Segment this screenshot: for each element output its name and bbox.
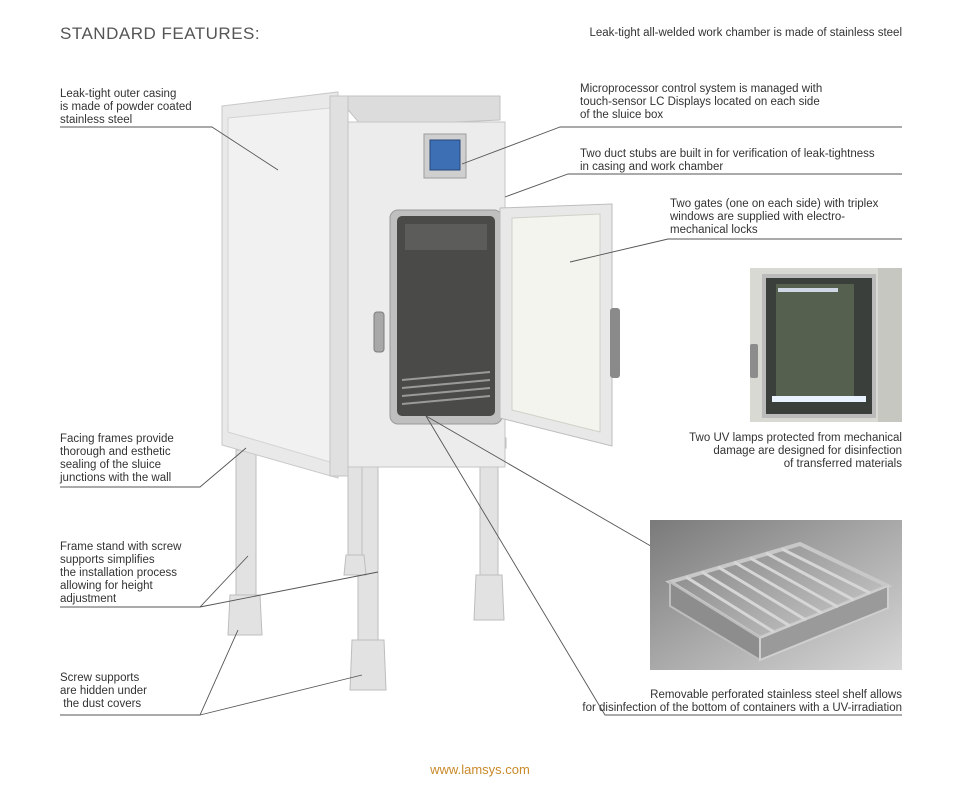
note-line: of the sluice box [580, 109, 664, 121]
note-line: Removable perforated stainless steel she… [650, 689, 902, 701]
note-line: is made of powder coated [60, 101, 192, 113]
shelf-photo [650, 520, 902, 670]
website-link[interactable]: www.lamsys.com [430, 762, 530, 777]
note-line: Leak-tight outer casing [60, 88, 177, 100]
note-line: Two gates (one on each side) with triple… [670, 198, 879, 210]
note-screw-supports: Screw supports are hidden under the dust… [60, 672, 147, 711]
note-line: allowing for height [60, 580, 153, 592]
note-line: touch-sensor LC Displays located on each… [580, 96, 820, 108]
note-line: sealing of the sluice [60, 459, 162, 471]
note-duct-stubs: Two duct stubs are built in for verifica… [580, 148, 875, 174]
note-uv-lamps: Two UV lamps protected from mechanical d… [689, 432, 902, 471]
note-line: windows are supplied with electro- [670, 211, 846, 223]
note-line: Screw supports [60, 672, 140, 684]
note-line: adjustment [60, 593, 117, 605]
control-display [423, 133, 467, 179]
note-facing-frames: Facing frames provide thorough and esthe… [60, 433, 174, 485]
note-line: Two UV lamps protected from mechanical [689, 432, 902, 444]
page-title: STANDARD FEATURES: [60, 24, 261, 43]
note-control-system: Microprocessor control system is managed… [580, 83, 822, 122]
gate-door [499, 203, 620, 447]
note-line: Frame stand with screw [60, 541, 182, 553]
note-gates: Two gates (one on each side) with triple… [670, 198, 878, 237]
note-line: are hidden under [60, 685, 147, 697]
note-line: thorough and esthetic [60, 446, 171, 458]
note-outer-casing: Leak-tight outer casing is made of powde… [60, 88, 192, 127]
note-line: mechanical locks [670, 224, 758, 236]
note-line: supports simplifies [60, 554, 155, 566]
note-line: Leak-tight all-welded work chamber is ma… [589, 27, 902, 39]
note-line: junctions with the wall [60, 472, 172, 484]
note-line: stainless steel [60, 114, 133, 126]
note-line: Microprocessor control system is managed… [580, 83, 823, 95]
frame-stand [227, 429, 507, 691]
note-line: the installation process [60, 567, 177, 579]
note-frame-stand: Frame stand with screw supports simplifi… [60, 541, 181, 606]
note-work-chamber: Leak-tight all-welded work chamber is ma… [589, 27, 902, 40]
note-line: Two duct stubs are built in for verifica… [580, 148, 875, 160]
note-line: for disinfection of the bottom of contai… [582, 702, 902, 714]
note-removable-shelf: Removable perforated stainless steel she… [582, 689, 902, 715]
work-chamber [373, 209, 503, 425]
leader-lines [60, 126, 902, 716]
note-line: of transferred materials [783, 458, 902, 470]
note-line: the dust covers [60, 698, 142, 710]
note-line: Facing frames provide [60, 433, 174, 445]
uv-lamps-photo [750, 268, 902, 422]
note-line: damage are designed for disinfection [713, 445, 902, 457]
note-line: in casing and work chamber [580, 161, 724, 173]
